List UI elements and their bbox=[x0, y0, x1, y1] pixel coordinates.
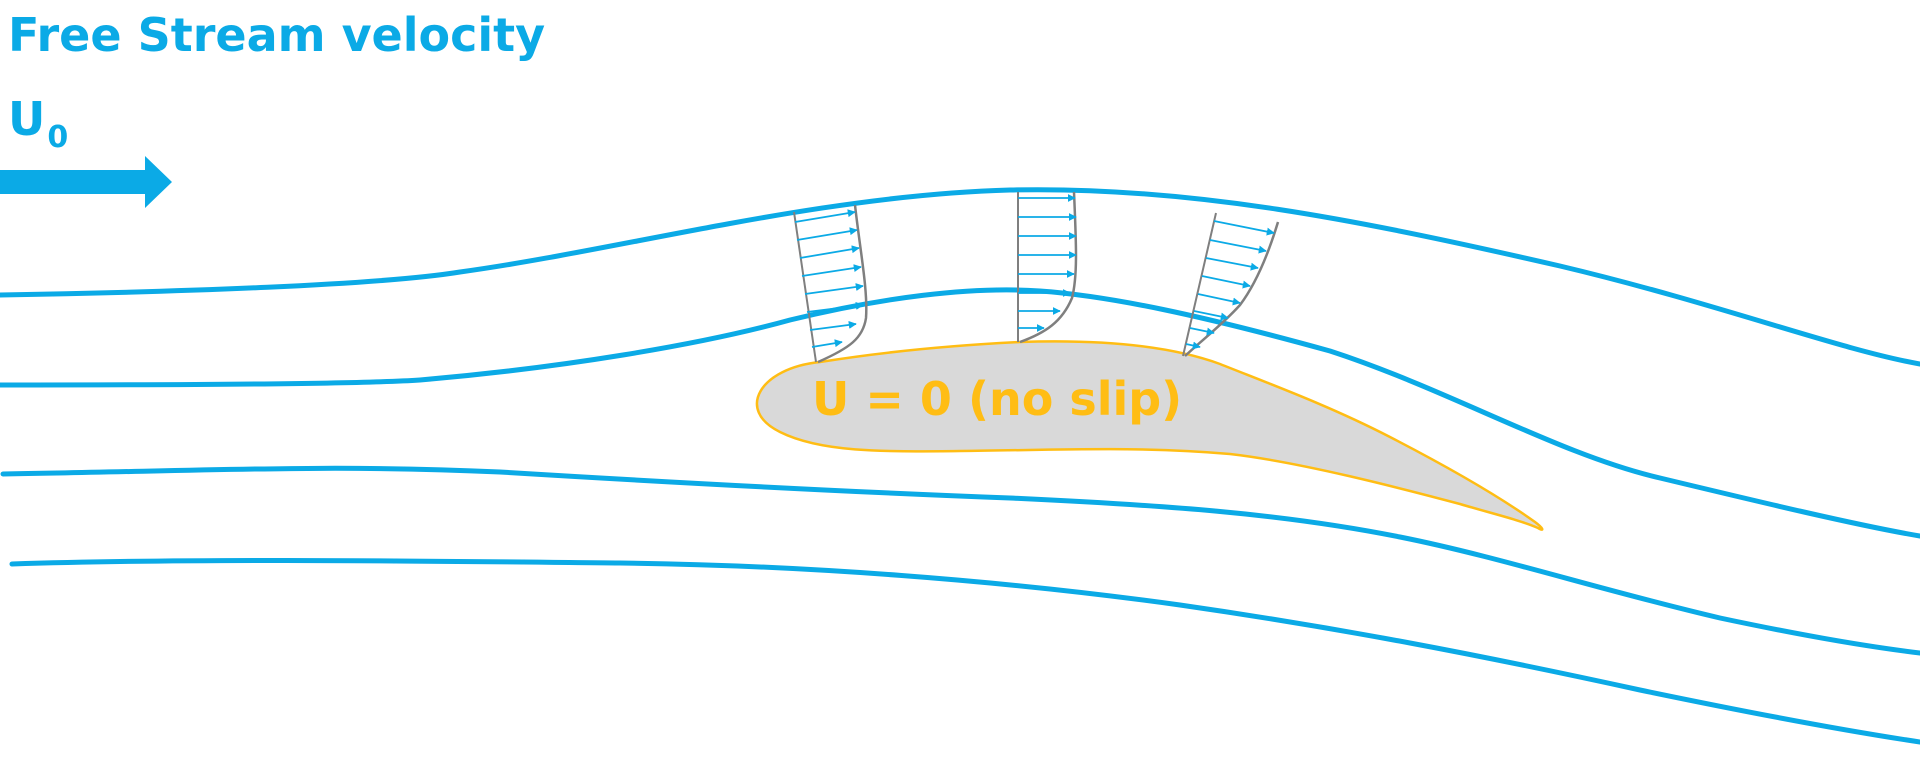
velocity-arrow bbox=[1193, 310, 1229, 321]
streamline-2 bbox=[0, 287, 1920, 539]
velocity-arrow bbox=[794, 209, 856, 223]
profile-baseline bbox=[1182, 212, 1217, 357]
streamline-1 bbox=[0, 187, 1920, 367]
streamline-3 bbox=[0, 465, 1920, 656]
velocity-profile-3 bbox=[1182, 212, 1280, 357]
velocity-profile-2 bbox=[1017, 191, 1078, 344]
streamlines bbox=[0, 187, 1920, 745]
right-arrow-icon bbox=[0, 156, 172, 208]
velocity-arrow bbox=[1209, 239, 1267, 254]
velocity-arrow bbox=[1201, 275, 1251, 289]
velocity-arrow bbox=[806, 301, 864, 313]
airfoil bbox=[755, 340, 1544, 531]
velocity-arrow bbox=[1197, 293, 1241, 306]
velocity-arrow bbox=[801, 264, 862, 277]
free-stream-velocity-symbol: U0 bbox=[8, 92, 68, 155]
profile-curve bbox=[1019, 191, 1078, 344]
velocity-arrow bbox=[811, 339, 843, 348]
velocity-profile-1 bbox=[793, 204, 868, 364]
diagram-title: Free Stream velocity bbox=[8, 8, 546, 62]
streamline-4 bbox=[9, 557, 1920, 745]
velocity-arrow bbox=[809, 320, 857, 331]
no-slip-label: U = 0 (no slip) bbox=[812, 372, 1183, 426]
velocity-arrow bbox=[796, 227, 858, 241]
flow-direction-arrow bbox=[0, 156, 172, 208]
velocity-arrow bbox=[804, 283, 864, 295]
velocity-arrow bbox=[1205, 257, 1259, 271]
profile-baseline bbox=[793, 211, 817, 363]
velocity-arrow bbox=[1185, 341, 1201, 350]
velocity-symbol: U bbox=[8, 92, 46, 146]
velocity-arrow bbox=[799, 245, 860, 259]
velocity-arrow bbox=[1189, 327, 1215, 336]
profile-curve bbox=[817, 204, 868, 364]
velocity-arrow bbox=[1213, 220, 1275, 236]
velocity-subscript: 0 bbox=[47, 120, 69, 155]
